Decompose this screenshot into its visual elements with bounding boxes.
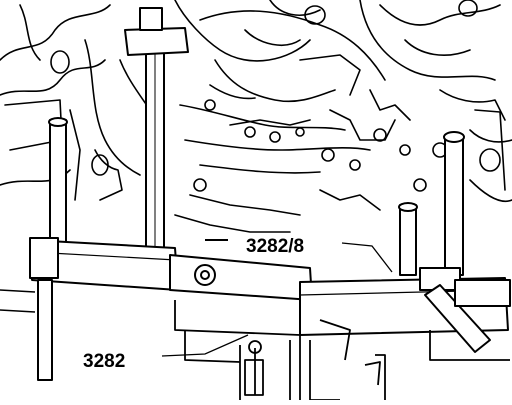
callout-leaders: [161, 239, 393, 357]
callout-label-3282: 3282: [83, 351, 125, 372]
tool-3282-frame: [0, 7, 313, 381]
callout-label-3282-8: 3282/8: [246, 236, 304, 257]
tool-3282-8-adaptor: [299, 131, 511, 353]
leader-3282-8: [341, 242, 393, 273]
engine-background-linework: [0, 0, 512, 233]
leader-3282: [161, 334, 249, 357]
